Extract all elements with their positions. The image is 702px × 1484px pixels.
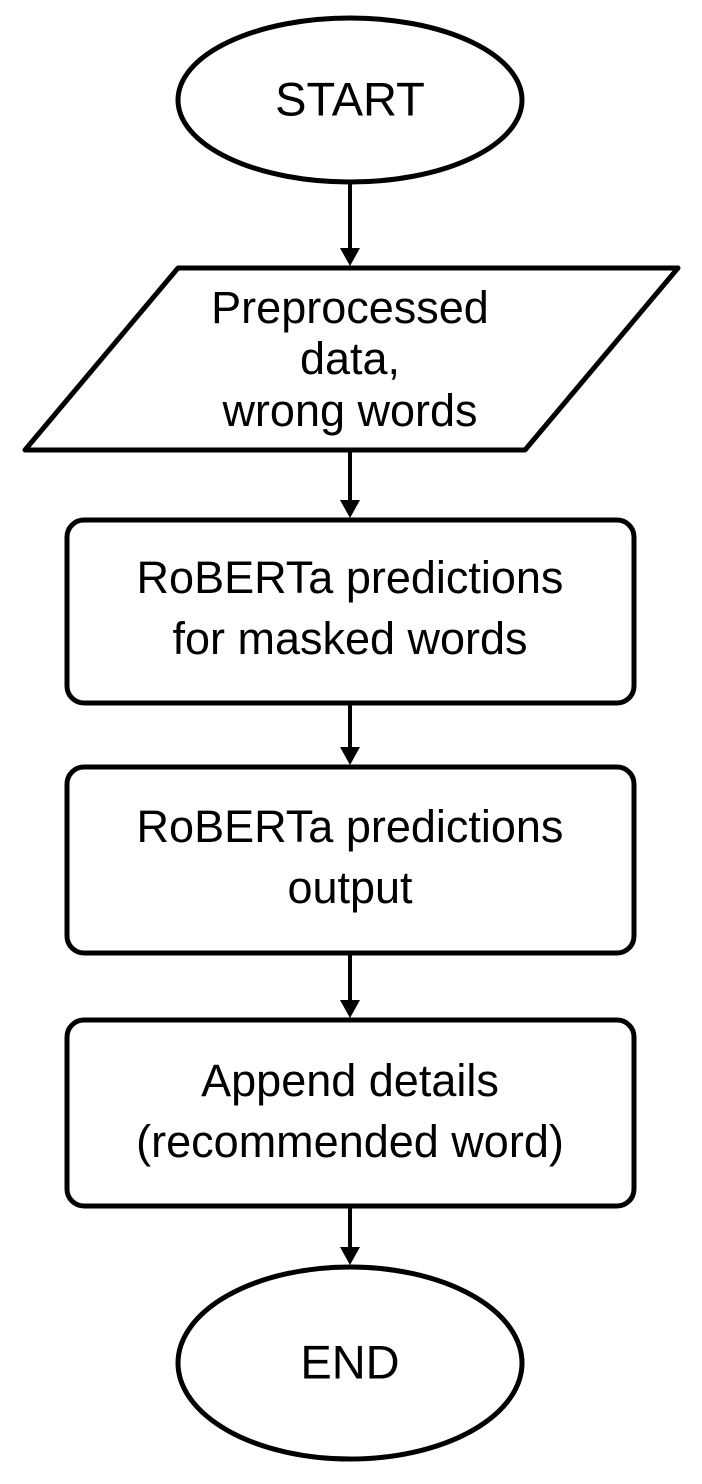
input-data-label-line-1: Preprocessed — [211, 282, 489, 333]
append-details-label-line-1: Append details — [201, 1055, 499, 1106]
start-label: START — [275, 72, 425, 125]
input-data-parallelogram-shape — [22, 265, 681, 453]
edge-predictions-to-output — [340, 703, 360, 765]
node-roberta-output[interactable]: RoBERTa predictions output — [64, 764, 637, 956]
edge-input-to-predictions-arrowhead — [340, 500, 360, 518]
node-end[interactable]: END — [175, 1264, 525, 1462]
node-input-data[interactable]: Preprocessed data, wrong words — [22, 265, 681, 453]
roberta-predictions-box-shape — [64, 517, 637, 706]
roberta-predictions-label-line-1: RoBERTa predictions — [137, 552, 564, 603]
append-details-label-line-2: (recommended word) — [136, 1116, 564, 1167]
edge-start-to-input — [340, 182, 360, 266]
edge-start-to-input-arrowhead — [340, 248, 360, 266]
edge-output-to-append-arrowhead — [340, 1000, 360, 1018]
node-roberta-predictions[interactable]: RoBERTa predictions for masked words — [64, 517, 637, 706]
edge-input-to-predictions — [340, 450, 360, 518]
node-append-details[interactable]: Append details (recommended word) — [64, 1017, 637, 1209]
input-data-label-line-2: data, — [300, 333, 400, 384]
end-ellipse-shape — [175, 1264, 525, 1462]
edge-append-to-end — [340, 1206, 360, 1265]
edge-append-to-end-arrowhead — [340, 1247, 360, 1265]
roberta-output-box-shape — [64, 764, 637, 956]
roberta-output-label-line-1: RoBERTa predictions — [137, 801, 564, 852]
roberta-predictions-label-line-2: for masked words — [172, 613, 527, 664]
input-data-label-line-3: wrong words — [221, 385, 477, 436]
node-start[interactable]: START — [175, 15, 525, 185]
edge-predictions-to-output-arrowhead — [340, 747, 360, 765]
append-details-box-shape — [64, 1017, 637, 1209]
edge-output-to-append — [340, 953, 360, 1018]
roberta-output-label-line-2: output — [287, 862, 413, 913]
end-label: END — [300, 1335, 399, 1388]
